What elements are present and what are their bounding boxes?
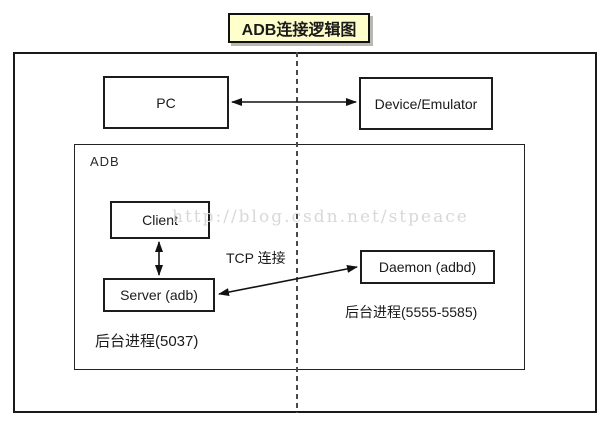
tcp-connection-label: TCP 连接	[226, 250, 286, 266]
node-daemon-adbd-label: Daemon (adbd)	[378, 259, 477, 275]
node-daemon-adbd: Daemon (adbd)	[360, 250, 495, 284]
adb-group-box	[74, 144, 525, 370]
node-server-adb-label: Server (adb)	[120, 287, 198, 303]
node-device-emulator: Device/Emulator	[359, 77, 493, 130]
node-client-label: Client	[142, 212, 178, 228]
node-device-emulator-label: Device/Emulator	[374, 95, 478, 112]
node-pc: PC	[103, 76, 229, 129]
server-process-label: 后台进程(5037)	[95, 333, 199, 350]
adb-group-label: ADB	[90, 154, 120, 169]
node-pc-label: PC	[156, 94, 176, 111]
node-server-adb: Server (adb)	[103, 278, 215, 312]
diagram-title: ADB连接逻辑图	[228, 13, 370, 43]
daemon-process-label: 后台进程(5555-5585)	[345, 304, 478, 320]
node-client: Client	[110, 201, 210, 239]
